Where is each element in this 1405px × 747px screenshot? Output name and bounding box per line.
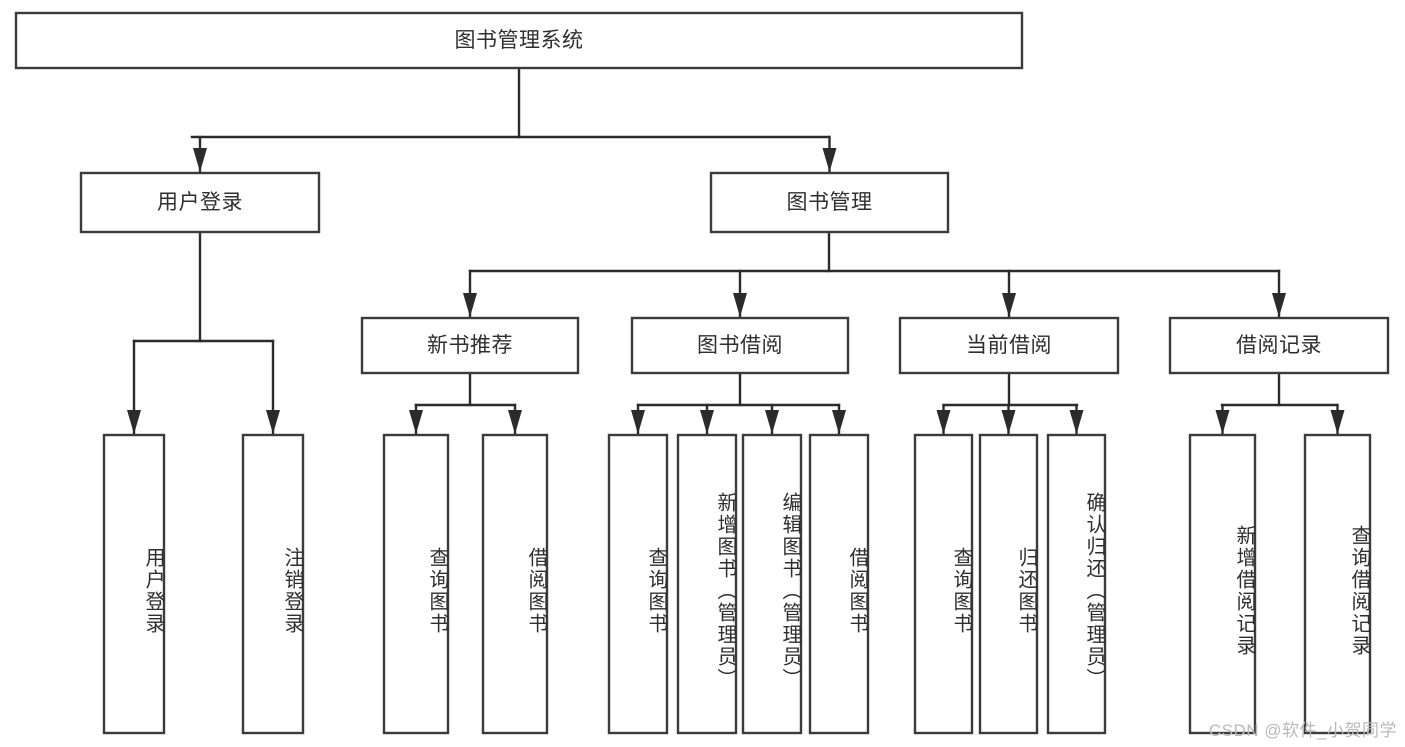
arrow-head-icon	[832, 410, 846, 434]
arrow-head-icon	[463, 293, 477, 317]
node-box-leaf-query-book-3[interactable]	[913, 433, 974, 735]
node-box-leaf-query-record[interactable]	[1303, 433, 1372, 735]
arrow-head-icon	[822, 148, 837, 172]
node-box-leaf-logout[interactable]	[241, 433, 305, 735]
connectors-layer	[127, 66, 1345, 436]
node-box-leaf-add-book[interactable]	[676, 433, 738, 735]
arrow-head-icon	[1215, 410, 1230, 434]
node-box-leaf-query-book-2[interactable]	[607, 433, 669, 735]
arrow-head-icon	[266, 410, 280, 434]
arrow-head-icon	[1002, 293, 1016, 317]
node-box-book-borrow[interactable]	[630, 316, 850, 375]
arrow-head-icon	[409, 410, 423, 434]
node-box-borrow-record[interactable]	[1168, 316, 1390, 375]
arrow-head-icon	[700, 410, 714, 434]
node-box-book-manage[interactable]	[709, 171, 950, 234]
arrow-head-icon	[127, 410, 141, 434]
node-box-user-login[interactable]	[79, 171, 321, 234]
node-box-leaf-query-book-1[interactable]	[382, 433, 450, 735]
node-box-leaf-confirm-return[interactable]	[1046, 433, 1107, 735]
arrow-head-icon	[765, 410, 779, 434]
node-box-leaf-return-book[interactable]	[978, 433, 1039, 735]
node-box-leaf-borrow-book-1[interactable]	[481, 433, 549, 735]
node-box-current-borrow[interactable]	[898, 316, 1120, 375]
arrow-head-icon	[631, 410, 645, 434]
arrow-head-icon	[1001, 410, 1016, 434]
node-box-new-book-recommend[interactable]	[360, 316, 580, 375]
arrow-head-icon	[1069, 410, 1084, 434]
arrow-head-icon	[1272, 293, 1286, 317]
arrow-head-icon	[1330, 410, 1345, 434]
arrow-head-icon	[193, 148, 207, 172]
arrow-head-icon	[733, 293, 747, 317]
arrow-head-icon	[508, 410, 522, 434]
node-box-leaf-edit-book[interactable]	[741, 433, 803, 735]
node-box-root[interactable]	[14, 11, 1024, 70]
node-box-leaf-borrow-book-2[interactable]	[808, 433, 870, 735]
node-box-leaf-user-login[interactable]	[102, 433, 166, 735]
watermark-text: CSDN @软件_小贺同学	[1208, 721, 1397, 740]
node-box-leaf-add-record[interactable]	[1188, 433, 1257, 735]
arrow-head-icon	[936, 410, 951, 434]
boxes-layer	[14, 11, 1390, 735]
